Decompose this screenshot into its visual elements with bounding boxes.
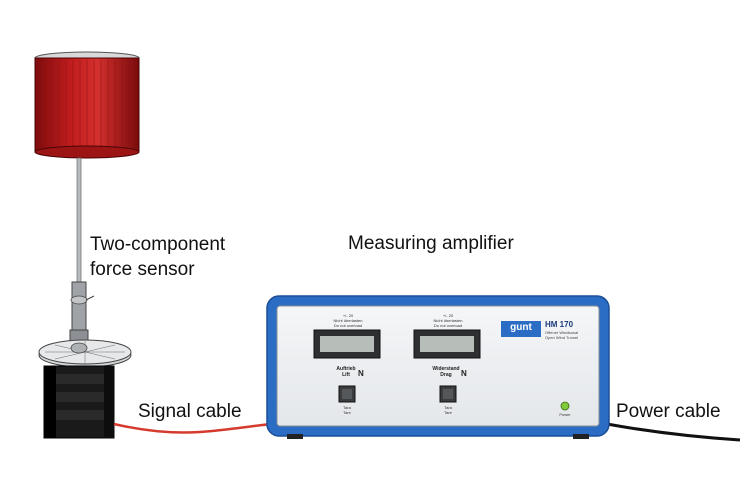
right-channel-name: Widerstand Drag: [432, 366, 460, 378]
amplifier-label: Measuring amplifier: [348, 233, 514, 254]
right-tare-label: Tara Tare: [444, 405, 452, 415]
power-cable-label: Power cable: [616, 401, 721, 422]
model-subtitle: Offener Windkanal Open Wind Tunnel: [545, 330, 579, 340]
display-left: [313, 329, 381, 359]
right-channel-unit: N: [461, 369, 467, 378]
signal-cable: [113, 422, 273, 434]
cylinder-model: [34, 51, 140, 159]
left-channel-unit: N: [358, 369, 364, 378]
power-cable: [606, 422, 741, 442]
left-tare-label: Tara Tare: [343, 405, 351, 415]
power-led: [560, 401, 570, 411]
tare-button-right: [439, 385, 457, 403]
display-right: [413, 329, 481, 359]
force-sensor-label: Two-component force sensor: [90, 234, 226, 280]
right-range-text: +/- 20 Nicht überlasten Do not overload: [433, 313, 463, 328]
left-range-text: +/- 20 Nicht überlasten Do not overload: [333, 313, 363, 328]
gunt-logo: gunt: [501, 321, 541, 337]
model-name: HM 170: [545, 320, 574, 329]
power-led-label: Power: [559, 412, 571, 417]
left-channel-name: Auftrieb Lift: [336, 366, 356, 378]
force-sensor: [38, 281, 132, 439]
signal-cable-label: Signal cable: [138, 401, 242, 422]
support-rod: [76, 157, 82, 283]
tare-button-left: [338, 385, 356, 403]
